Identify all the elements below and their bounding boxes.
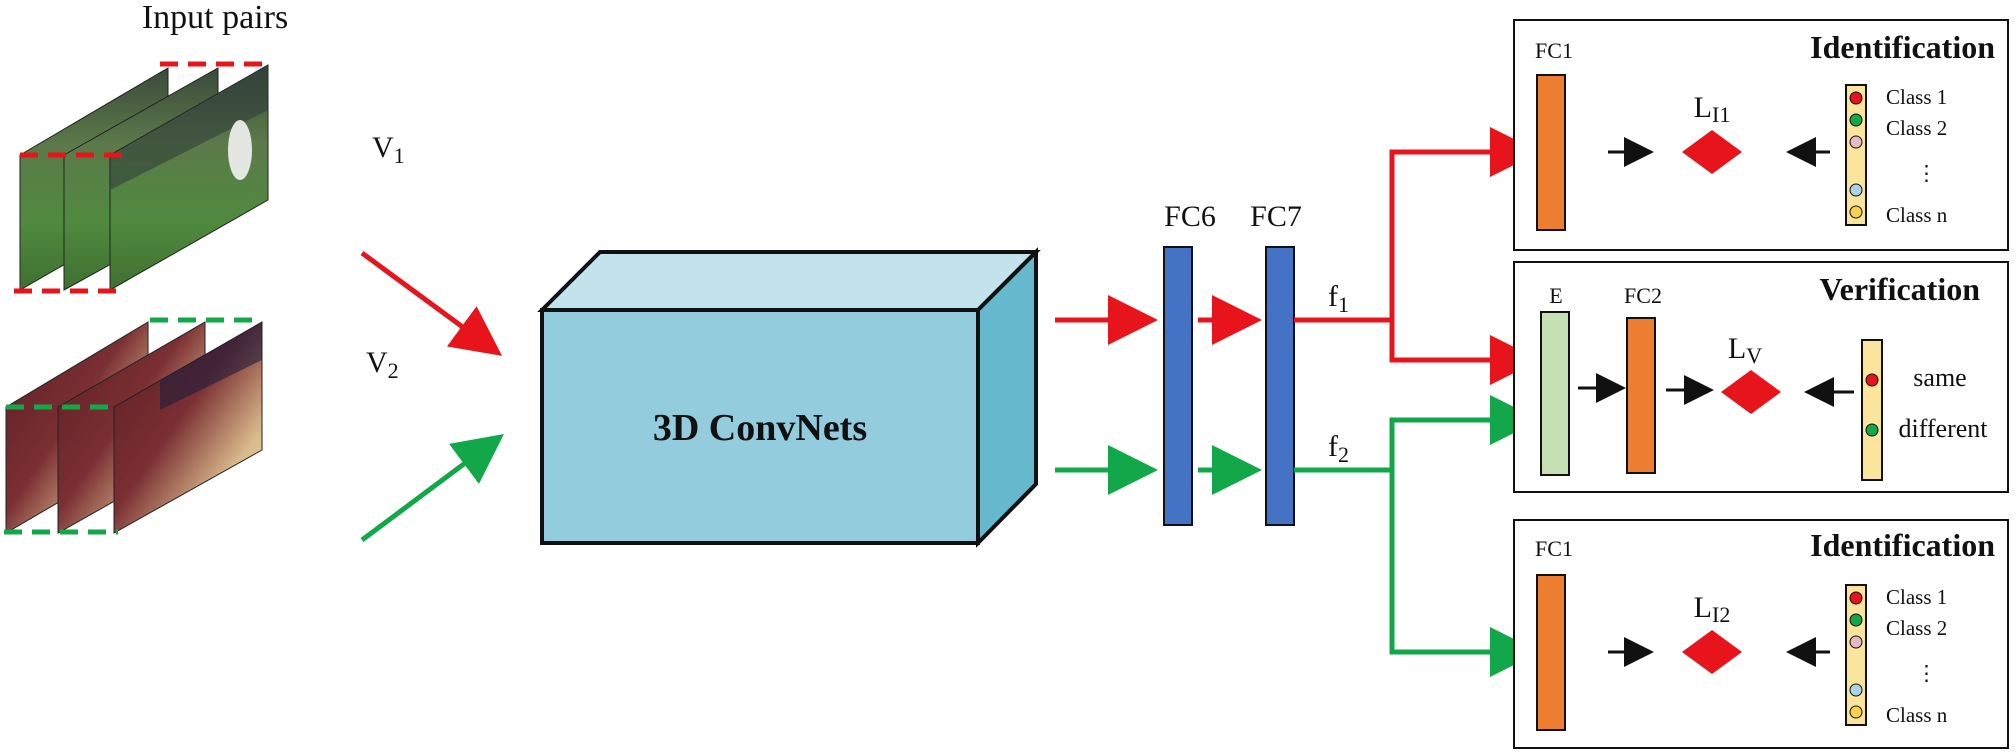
v1-label: V1: [372, 131, 405, 168]
class-strip: [1845, 584, 1867, 726]
class-label: Class 2: [1886, 116, 1947, 140]
fc2-label: FC2: [1624, 283, 1662, 308]
v2-label: V2: [366, 346, 399, 383]
class-dot: [1849, 705, 1863, 719]
player-figure: [228, 120, 252, 180]
frame-stack-v1: [14, 61, 269, 294]
fc7-bar: [1265, 246, 1295, 526]
output-dot: [1865, 373, 1879, 387]
f2-to-identification-arrow: [1389, 470, 1540, 677]
f2-to-verification-arrow: [1294, 395, 1540, 473]
f1-to-identification-arrow: [1294, 127, 1540, 323]
fc1-bar: [1536, 74, 1566, 231]
class-label: Class 1: [1886, 85, 1947, 109]
output-dot: [1865, 423, 1879, 437]
loss-label: LV: [1728, 332, 1762, 368]
fc7-label: FC7: [1250, 200, 1302, 233]
input-pairs-title: Input pairs: [142, 0, 288, 36]
class-label: Class n: [1886, 703, 1948, 727]
e-label: E: [1549, 283, 1562, 308]
panel-border: [1513, 519, 2009, 749]
class-dot: [1849, 135, 1863, 149]
v2-arrow: [360, 434, 505, 543]
class-dot: [1849, 91, 1863, 105]
class-dot: [1849, 205, 1863, 219]
class-dot: [1849, 591, 1863, 605]
convnet-cube: 3D ConvNets: [537, 247, 1041, 548]
output-label-different: different: [1898, 414, 1988, 443]
cube-top-face: [537, 250, 1041, 312]
panel-title: Verification: [1819, 271, 1980, 307]
fc2-bar: [1626, 317, 1656, 474]
output-strip: [1861, 339, 1883, 481]
loss-label: LI1: [1694, 91, 1731, 127]
class-dot: [1849, 183, 1863, 197]
loss-diamond: [1682, 630, 1742, 674]
e-bar: [1540, 311, 1570, 476]
fc6-label: FC6: [1164, 200, 1216, 233]
identification-panel-bottom: Identification FC1 LI2 Class 1 Class 2 ⋮…: [1513, 519, 2009, 749]
fc1-label: FC1: [1535, 38, 1573, 63]
class-dot: [1849, 113, 1863, 127]
cube-front-face: [540, 308, 980, 545]
class-label: Class 2: [1886, 616, 1947, 640]
frame-stack-v2: [4, 317, 263, 535]
f2-label: f2: [1328, 430, 1349, 467]
fc1-label: FC1: [1535, 536, 1573, 561]
fc6-bar: [1163, 246, 1193, 526]
panel-border: [1513, 19, 2009, 251]
panel-title: Identification: [1810, 29, 1995, 65]
f1-label: f1: [1328, 280, 1349, 317]
loss-label: LI2: [1694, 591, 1731, 627]
class-label: ⋮: [1916, 161, 1937, 185]
loss-diamond: [1721, 370, 1781, 414]
f1-to-verification-arrow: [1389, 320, 1540, 385]
class-dot: [1849, 613, 1863, 627]
fc1-bar: [1536, 574, 1566, 731]
panel-title: Identification: [1810, 527, 1995, 563]
verification-panel: Verification E FC2 LV same different: [1513, 261, 2009, 493]
v1-arrow: [360, 250, 503, 356]
class-dot: [1849, 683, 1863, 697]
class-dot: [1849, 635, 1863, 649]
output-label-same: same: [1913, 363, 1966, 392]
class-label: ⋮: [1916, 661, 1937, 685]
convnet-label: 3D ConvNets: [653, 407, 867, 449]
class-strip: [1845, 84, 1867, 226]
identification-panel-top: Identification FC1 LI1 Class 1 Class 2 ⋮…: [1513, 19, 2009, 251]
loss-diamond: [1682, 130, 1742, 174]
class-label: Class n: [1886, 203, 1948, 227]
class-label: Class 1: [1886, 585, 1947, 609]
